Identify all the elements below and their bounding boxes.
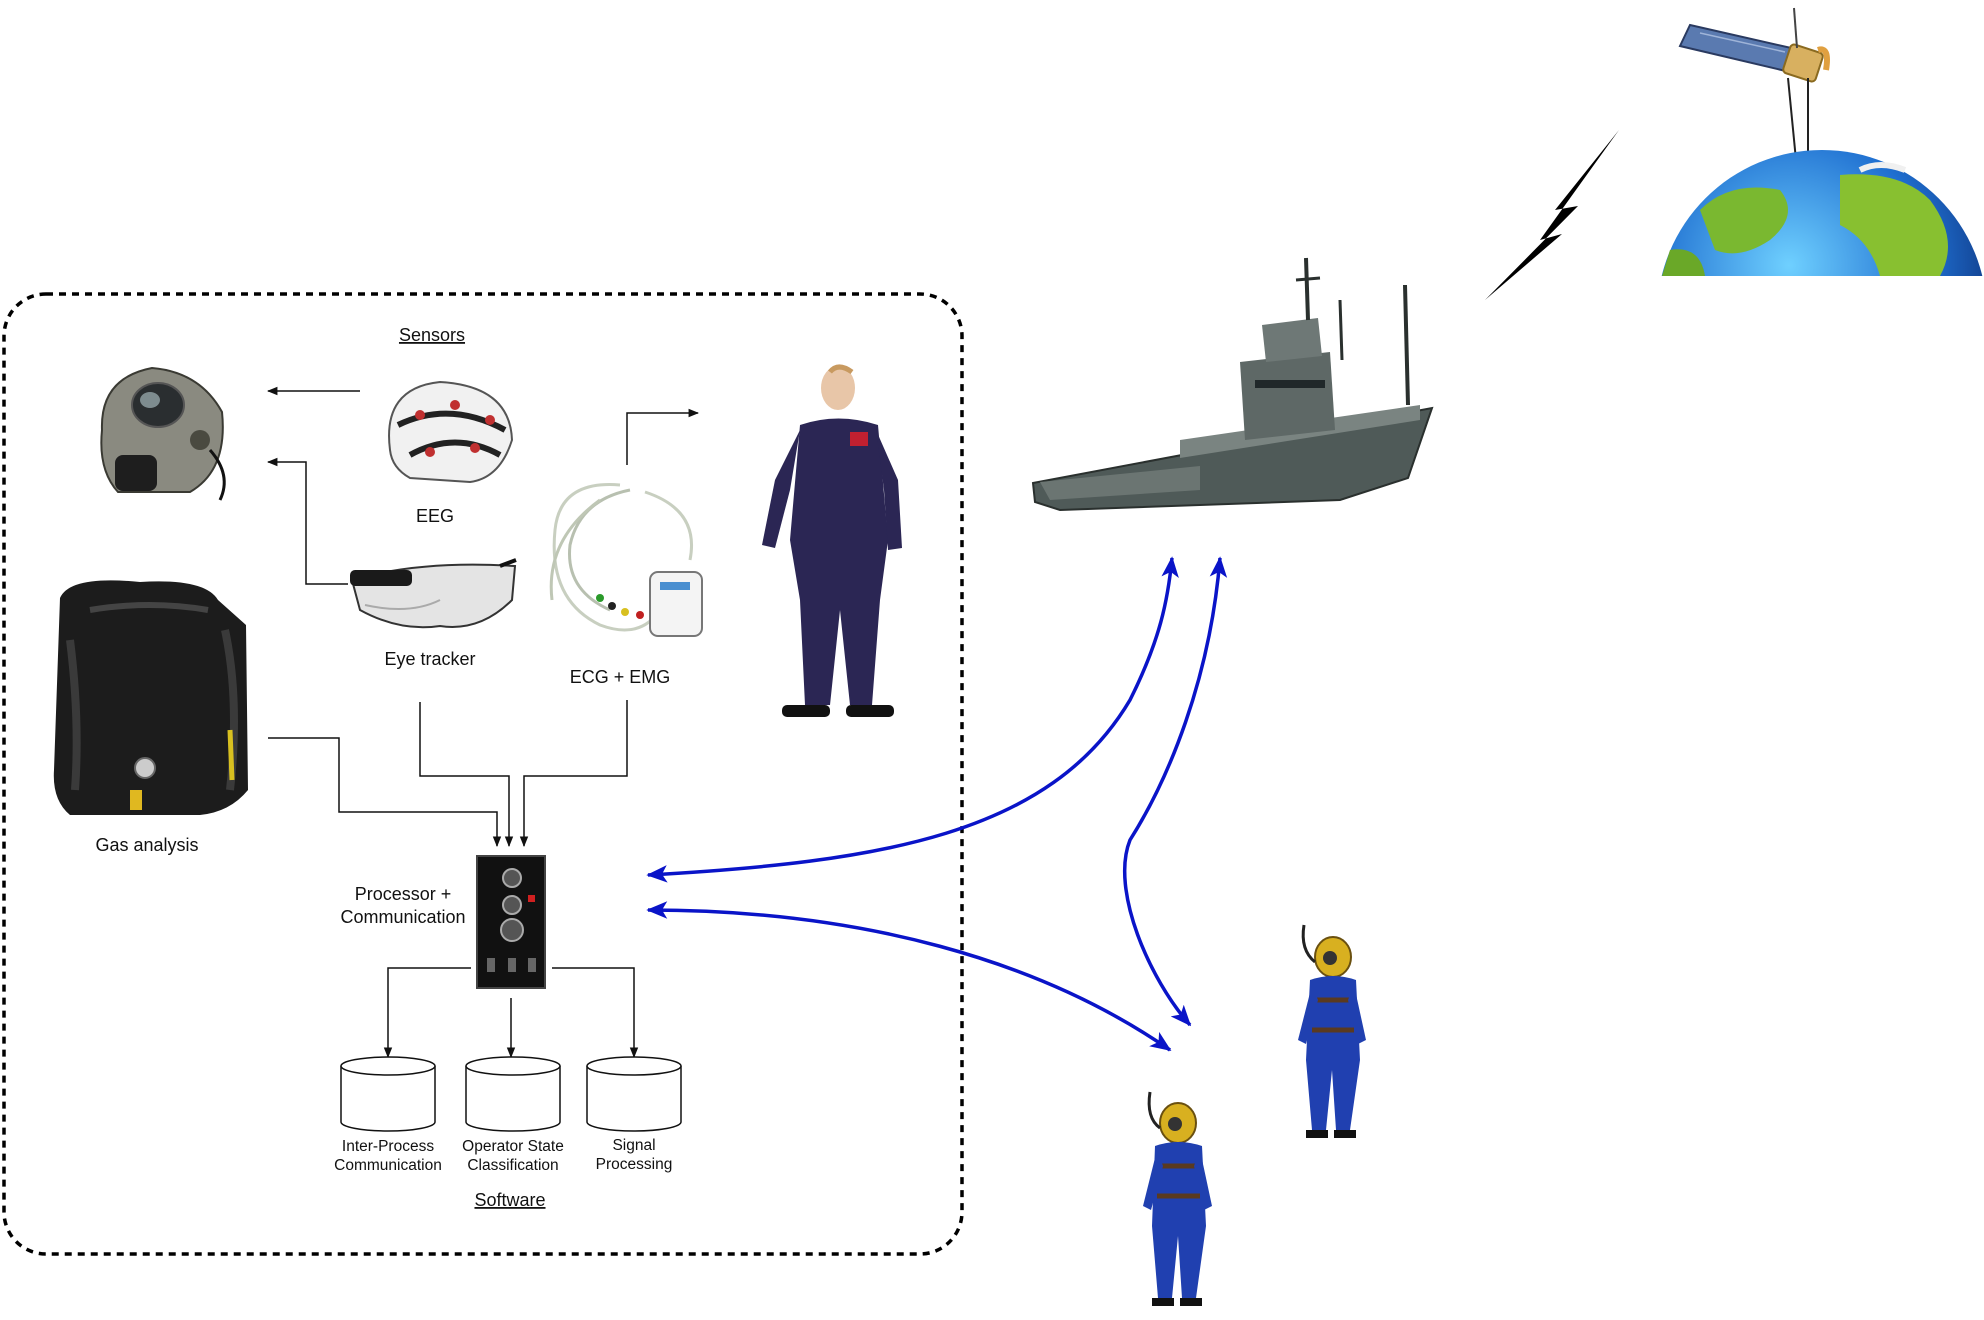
ship-icon	[1031, 257, 1434, 512]
sensor-connectors	[266, 386, 700, 1059]
software-module-osc	[465, 1056, 561, 1132]
ship-divers-link	[1122, 556, 1228, 1027]
ecg-emg-label: ECG + EMG	[570, 667, 671, 687]
processor-divers-link	[646, 901, 1172, 1052]
gas-to-processor-arrow	[268, 737, 502, 848]
eye-tracker-to-helmet-arrow	[266, 457, 348, 585]
earth-globe-icon	[1661, 150, 1983, 276]
software-module-ipc-line2: Communication	[334, 1157, 442, 1174]
software-module-ipc	[340, 1056, 436, 1132]
processor-to-sp-arrow	[552, 967, 639, 1059]
gas-analysis-label: Gas analysis	[95, 835, 198, 855]
processor-ship-link	[646, 556, 1179, 883]
software-module-osc-line2: Classification	[467, 1157, 558, 1174]
diver-icon	[1298, 924, 1366, 1138]
software-module-sp	[586, 1056, 682, 1132]
eye-tracker-to-processor-arrow	[419, 702, 514, 848]
ecg-to-suit-arrow	[626, 408, 700, 465]
software-module-osc-line1: Operator State	[462, 1138, 564, 1155]
software-module-sp-line1: Signal	[612, 1137, 655, 1154]
lightning-icon	[1485, 130, 1619, 300]
rebreather-icon	[53, 580, 248, 815]
processor-to-ipc-arrow	[383, 967, 471, 1059]
software-module-ipc-line1: Inter-Process	[342, 1138, 434, 1155]
eeg-headset-icon	[388, 380, 514, 484]
satellite-icon	[1678, 7, 1830, 161]
software-heading: Software	[474, 1190, 545, 1210]
system-boundary-frame	[2, 292, 964, 1256]
drysuit-diver-icon	[762, 364, 902, 717]
ecg-device-icon	[549, 483, 703, 637]
eeg-label: EEG	[416, 506, 454, 526]
sensors-heading: Sensors	[399, 325, 465, 345]
software-module-sp-line2: Processing	[596, 1156, 673, 1173]
diver-icon	[1143, 1091, 1212, 1306]
processor-label-line2: Communication	[340, 907, 465, 927]
processor-unit-icon	[476, 855, 546, 989]
ecg-to-processor-arrow	[519, 700, 628, 848]
processor-label-line1: Processor +	[355, 884, 452, 904]
eye-tracker-icon	[350, 558, 517, 629]
diving-helmet-icon	[100, 366, 226, 501]
communication-links	[646, 556, 1228, 1052]
eye-tracker-label: Eye tracker	[384, 649, 475, 669]
